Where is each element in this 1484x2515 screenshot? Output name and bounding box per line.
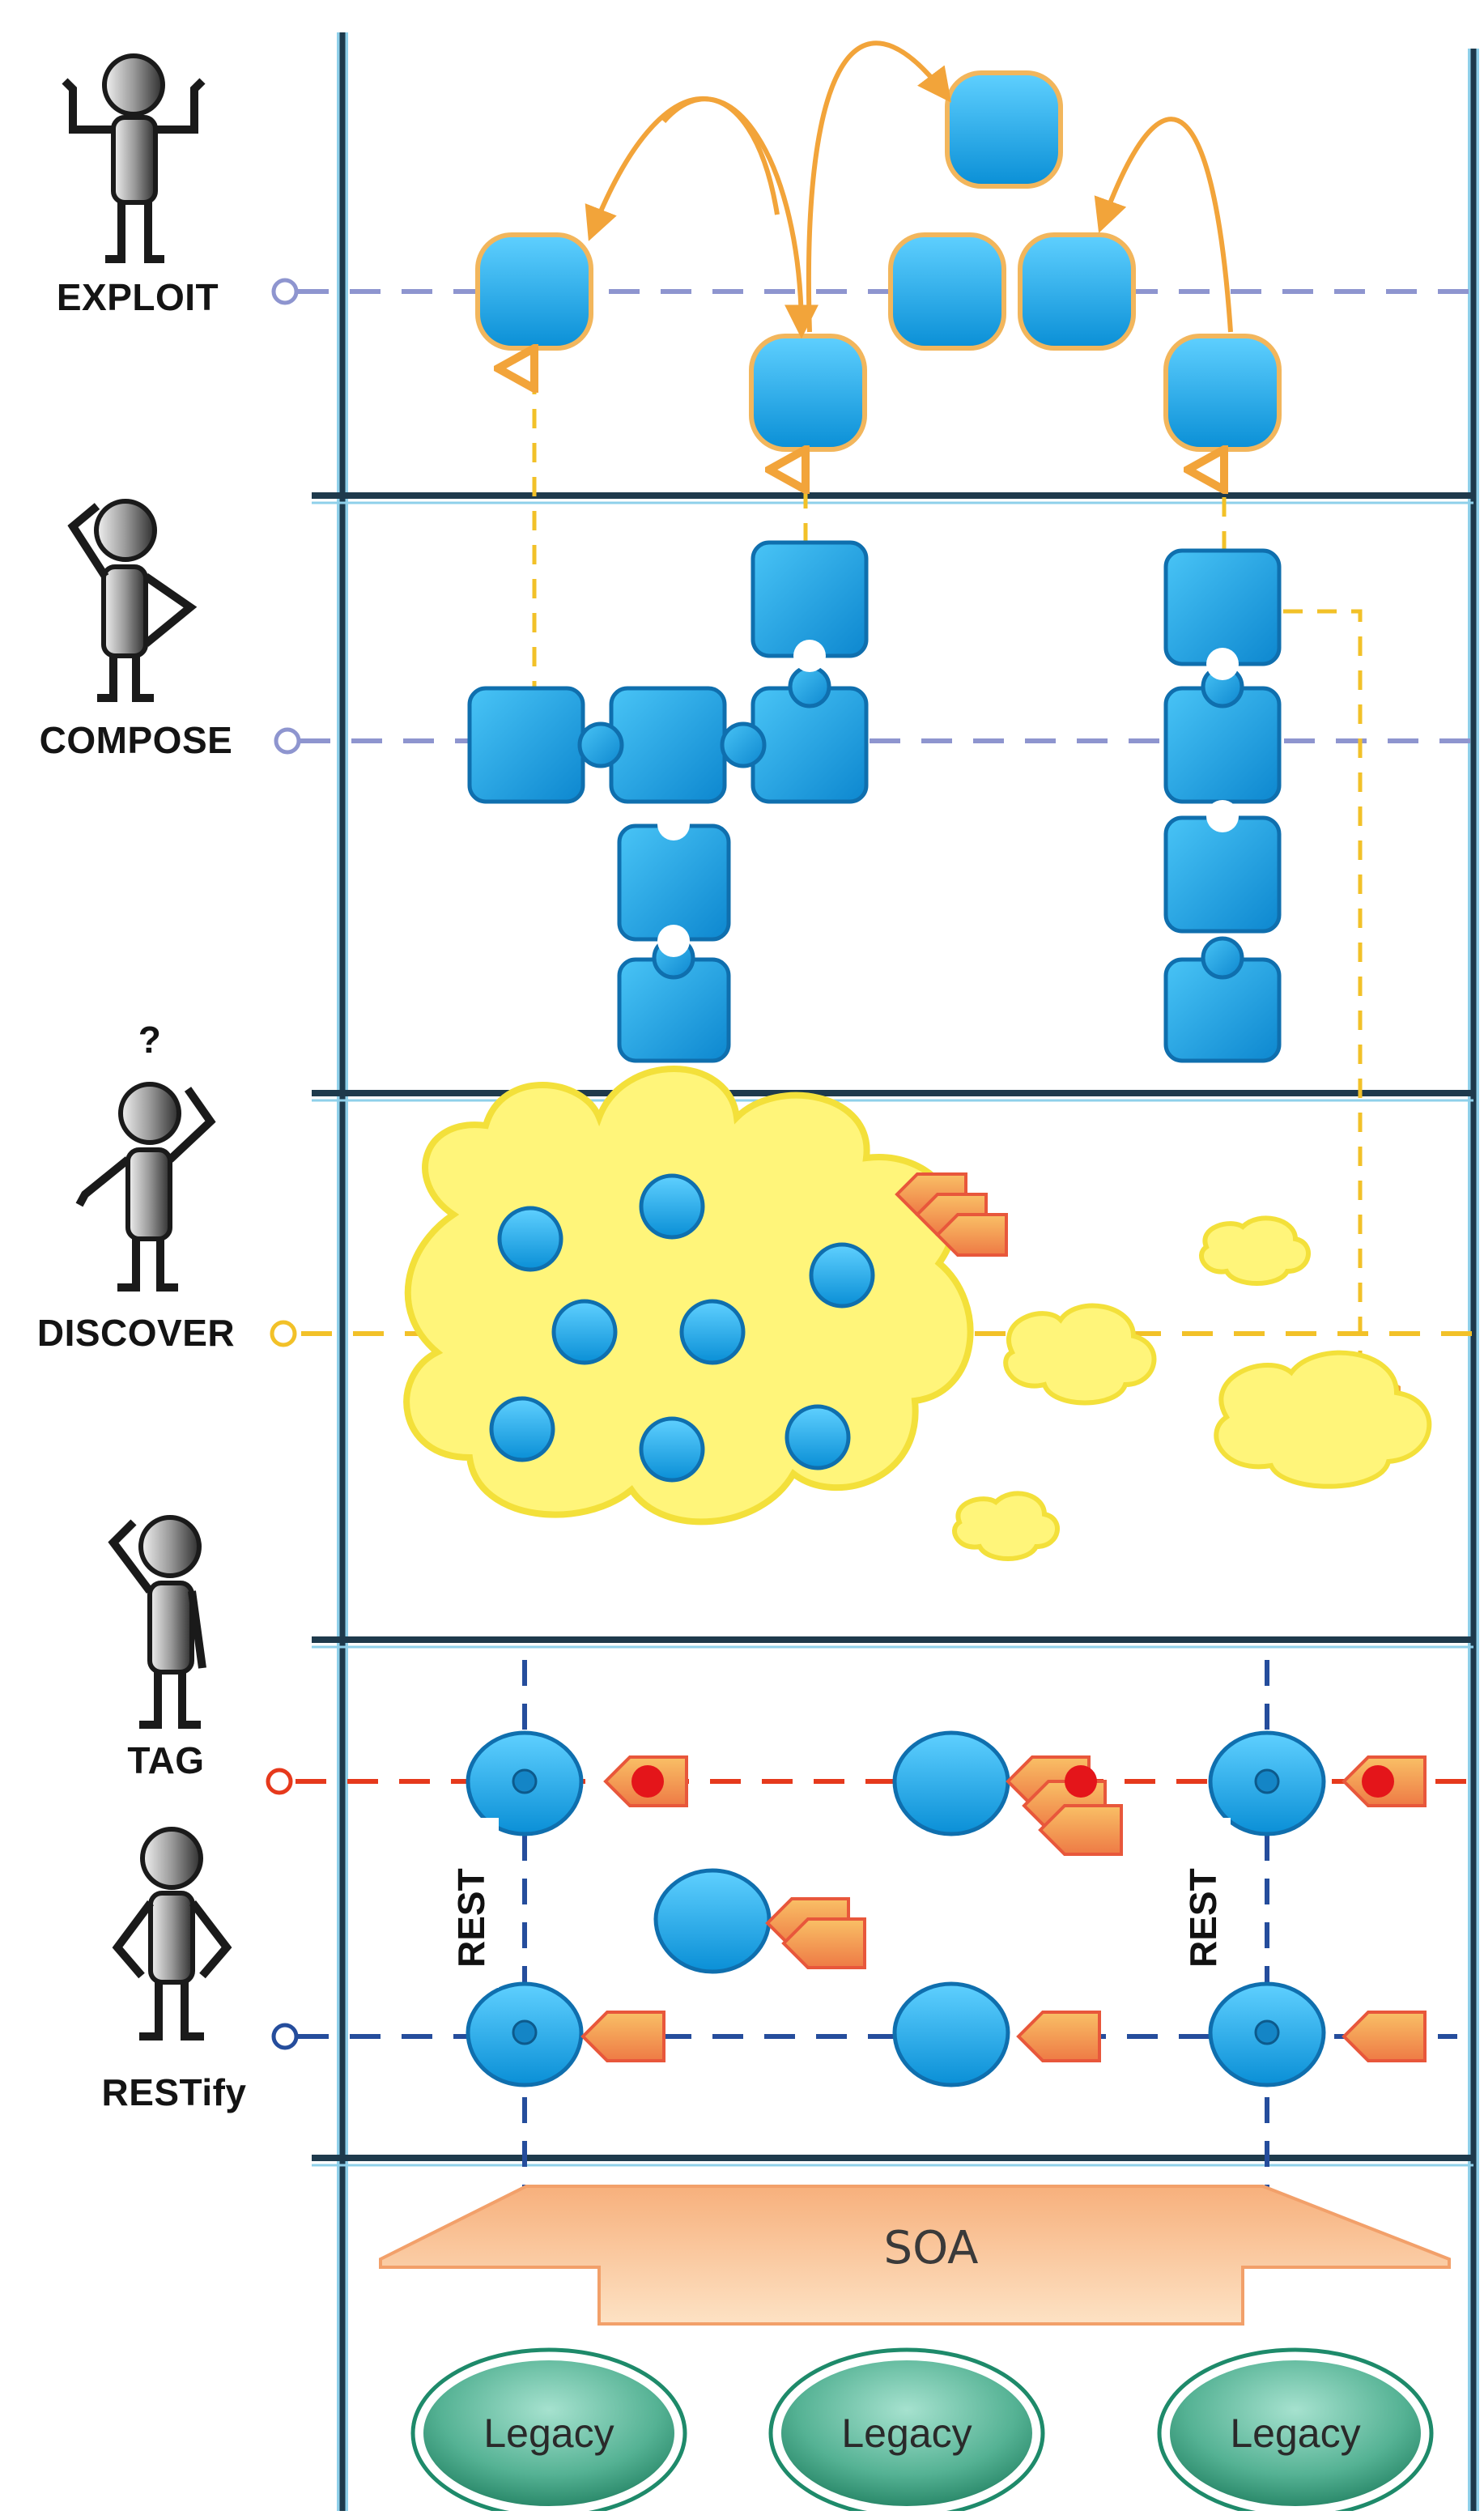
service-node	[551, 1299, 618, 1365]
puzzle-piece	[609, 686, 727, 804]
service-block	[1163, 334, 1282, 452]
legacy-node	[415, 2352, 682, 2514]
service-node	[639, 1416, 705, 1483]
puzzle-piece	[751, 540, 869, 658]
puzzle-piece	[1163, 815, 1282, 934]
rest-label-right: REST	[1176, 1818, 1231, 1988]
service-node	[892, 1981, 1010, 2087]
discover-services	[489, 1173, 875, 1483]
layer-link-arrows	[534, 368, 1360, 1389]
layer-label-tag: TAG	[127, 1739, 204, 1781]
service-node	[497, 1206, 563, 1272]
layer-label-restify: RESTify	[101, 2071, 246, 2113]
service-node	[653, 1868, 772, 1974]
puzzle-piece	[467, 686, 585, 804]
question-mark-icon: ?	[138, 1019, 162, 1061]
figure-compose	[67, 499, 198, 702]
rest-crosshairs	[512, 1768, 1280, 2045]
legacy-node	[773, 2352, 1040, 2514]
layer-label-compose: COMPOSE	[40, 719, 233, 761]
soa-label: SOA	[884, 2222, 979, 2275]
exploit-flow-arrows	[585, 40, 1233, 339]
figure-tag	[108, 1515, 206, 1729]
compose-puzzle	[467, 540, 1282, 1063]
figure-exploit	[62, 53, 206, 263]
puzzle-notches	[657, 640, 1239, 957]
legacy-systems: Legacy Legacy Legacy	[410, 2347, 1434, 2515]
legacy-node	[1162, 2352, 1429, 2514]
tag-dots	[631, 1765, 1394, 1798]
exploit-services	[475, 70, 1282, 452]
legacy-label: Legacy	[1230, 2411, 1360, 2456]
service-node	[489, 1396, 555, 1462]
service-node	[679, 1299, 746, 1365]
service-node	[785, 1404, 851, 1470]
service-block	[1018, 232, 1136, 351]
service-node	[809, 1242, 875, 1309]
service-node	[639, 1173, 705, 1240]
puzzle-piece	[617, 823, 731, 942]
soa-platform: SOA	[379, 2185, 1451, 2326]
discover-small-clouds	[952, 1215, 1432, 1561]
puzzle-piece	[1163, 548, 1282, 666]
service-block	[888, 232, 1006, 351]
layer-label-discover: DISCOVER	[37, 1312, 235, 1354]
service-block	[749, 334, 867, 452]
service-node	[892, 1730, 1010, 1836]
discover-tags	[895, 1172, 1008, 1257]
layer-label-exploit: EXPLOIT	[57, 276, 219, 318]
service-block	[475, 232, 593, 351]
legacy-label: Legacy	[483, 2411, 614, 2456]
figure-restify	[112, 1827, 232, 2041]
svg-text:REST: REST	[1182, 1868, 1224, 1968]
rest-label-left: REST	[444, 1818, 499, 1988]
service-block	[945, 70, 1063, 189]
figure-discover	[75, 1082, 216, 1292]
svg-text:REST: REST	[450, 1868, 492, 1968]
legacy-label: Legacy	[841, 2411, 972, 2456]
